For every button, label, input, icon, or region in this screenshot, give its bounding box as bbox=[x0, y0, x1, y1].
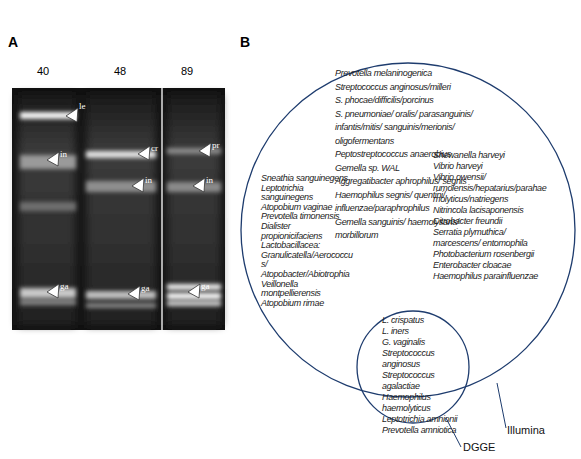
band-label: in bbox=[145, 175, 152, 185]
species-column: Shewanella harveyiVibrio harveyiVibrio o… bbox=[433, 150, 547, 282]
species-name: Prevotella melaninogenica bbox=[335, 67, 475, 81]
panel-letter: A bbox=[8, 34, 18, 50]
band-label: in bbox=[60, 149, 67, 159]
venn-circle-outer: Sneathia sanguinegensLeptotrichia sangui… bbox=[240, 62, 576, 398]
lane-number: 48 bbox=[114, 65, 126, 77]
band-arrows bbox=[47, 108, 211, 300]
venn-circle-inner: L. crispatusL. inersG. vaginalisStreptoc… bbox=[356, 310, 470, 424]
species-name: Vibrio harveyi bbox=[433, 161, 547, 172]
species-name: Streptococcus anginosus bbox=[382, 348, 468, 370]
species-name: Haemophilus parainfluenzae bbox=[433, 271, 547, 282]
species-name: Lactobacillacea: Granulicatella/Aerococc… bbox=[261, 241, 353, 279]
gel-bands bbox=[20, 112, 221, 308]
set-label: Illumina bbox=[507, 424, 545, 436]
species-name: Atopobium rimae bbox=[261, 299, 353, 309]
species-name: L. iners bbox=[382, 326, 468, 337]
lane-divider bbox=[161, 88, 163, 330]
band-label: in bbox=[206, 175, 213, 185]
species-name: Prevotella amniotica bbox=[382, 425, 468, 436]
circle-stroke bbox=[241, 63, 575, 397]
species-name: Leptotrichia amnionii bbox=[382, 414, 468, 425]
circle-stroke bbox=[357, 311, 469, 423]
species-name: L. crispatus bbox=[382, 315, 468, 326]
species-name: Nitrincola lacisaponensis bbox=[433, 205, 547, 216]
band-label: ga bbox=[141, 283, 150, 293]
band-label: pr bbox=[212, 140, 220, 150]
species-name: G. vaginalis bbox=[382, 337, 468, 348]
species-name: Vibrio owensii/ rumoiensis/hepatarius/pa… bbox=[433, 172, 547, 205]
species-name: Streptococcus anginosus/milleri bbox=[335, 81, 475, 95]
species-name: Haemophilus haemolyticus bbox=[382, 392, 468, 414]
species-name: Serratia plymuthica/ marcescens/ entomop… bbox=[433, 227, 547, 249]
species-name: Enterobacter cloacae bbox=[433, 260, 547, 271]
species-name: Shewanella harveyi bbox=[433, 150, 547, 161]
species-name: Photobacterium rosenbergii bbox=[433, 249, 547, 260]
band-label: ga bbox=[201, 281, 210, 291]
species-name: Streptococcus agalactiae bbox=[382, 370, 468, 392]
gel-lanes bbox=[18, 95, 221, 325]
lane-number: 40 bbox=[37, 65, 49, 77]
lane-number: 89 bbox=[181, 65, 193, 77]
set-label: DGGE bbox=[463, 441, 495, 453]
species-name: S. phocae/difficilis/porcinus bbox=[335, 94, 475, 108]
band-label: ga bbox=[60, 281, 69, 291]
species-name: Veillonella montpellierensis bbox=[261, 280, 353, 299]
species-name: S. pneumoniae/ oralis/ parasanguinis/ in… bbox=[335, 108, 475, 149]
species-name: Citrobacter freundii bbox=[433, 216, 547, 227]
panel-letter: B bbox=[240, 34, 250, 50]
gel-background bbox=[12, 88, 225, 330]
species-column: L. crispatusL. inersG. vaginalisStreptoc… bbox=[382, 315, 468, 436]
band-label: cr bbox=[151, 143, 158, 153]
band-label: le bbox=[79, 101, 86, 111]
